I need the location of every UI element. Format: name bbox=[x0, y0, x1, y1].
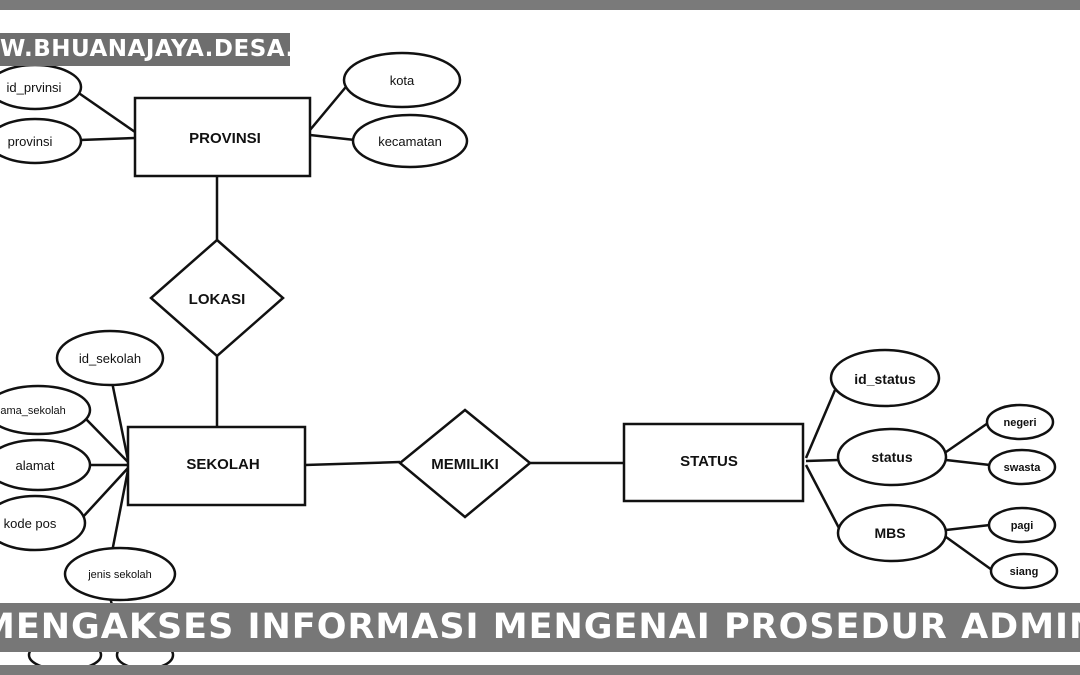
bottom-frame-bar bbox=[0, 665, 1080, 675]
attribute-kode-pos bbox=[0, 494, 87, 552]
attribute-kota bbox=[342, 51, 462, 109]
attribute-siang-label: siang bbox=[1010, 566, 1039, 578]
site-watermark: W.BHUANAJAYA.DESA.ID bbox=[0, 33, 290, 66]
attribute-kota-label: kota bbox=[390, 73, 415, 88]
attribute-status-label: status bbox=[871, 449, 912, 465]
attribute-provinsi bbox=[0, 117, 83, 165]
attribute-alamat bbox=[0, 438, 92, 492]
attribute-jenis-sekolah-label: jenis sekolah bbox=[87, 569, 152, 581]
attribute-mbs bbox=[836, 503, 948, 563]
entity-status bbox=[622, 422, 805, 503]
attribute-id-sekolah bbox=[55, 329, 165, 387]
attribute-pagi bbox=[987, 506, 1057, 544]
entity-provinsi-label: PROVINSI bbox=[189, 130, 261, 147]
attribute-negeri-label: negeri bbox=[1003, 417, 1036, 429]
attribute-id-status-label: id_status bbox=[854, 371, 916, 387]
attribute-swasta-label: swasta bbox=[1004, 462, 1042, 474]
connector-lines bbox=[69, 81, 993, 641]
entity-status-label: STATUS bbox=[680, 453, 738, 470]
entity-provinsi bbox=[133, 96, 312, 178]
attribute-kode-pos-label: kode pos bbox=[4, 516, 57, 531]
attribute-negeri bbox=[985, 403, 1055, 441]
entity-sekolah bbox=[126, 425, 307, 507]
attribute-status bbox=[836, 427, 948, 487]
attribute-mbs-label: MBS bbox=[874, 525, 905, 541]
top-frame-bar bbox=[0, 0, 1080, 10]
attribute-provinsi-label: provinsi bbox=[8, 134, 53, 149]
attribute-nama-sekolah-label: nama_sekolah bbox=[0, 405, 66, 417]
caption-banner: MENGAKSES INFORMASI MENGENAI PROSEDUR AD… bbox=[0, 603, 1080, 652]
attribute-pagi-label: pagi bbox=[1011, 520, 1034, 532]
attribute-id-sekolah-label: id_sekolah bbox=[79, 351, 141, 366]
attribute-kecamatan bbox=[351, 113, 469, 169]
attribute-nama-sekolah bbox=[0, 384, 92, 436]
entity-sekolah-label: SEKOLAH bbox=[186, 456, 259, 473]
attribute-jenis-sekolah bbox=[63, 546, 177, 602]
attribute-kecamatan-label: kecamatan bbox=[378, 134, 442, 149]
relationship-lokasi-label: LOKASI bbox=[189, 291, 246, 308]
relationship-memiliki-label: MEMILIKI bbox=[431, 456, 499, 473]
relationship-lokasi bbox=[149, 238, 285, 358]
attribute-alamat-label: alamat bbox=[15, 458, 54, 473]
attribute-siang bbox=[989, 552, 1059, 590]
attribute-id-status bbox=[829, 348, 941, 408]
attribute-swasta bbox=[987, 448, 1057, 486]
attribute-id-prvinsi-label: id_prvinsi bbox=[7, 80, 62, 95]
relationship-memiliki bbox=[398, 408, 532, 519]
